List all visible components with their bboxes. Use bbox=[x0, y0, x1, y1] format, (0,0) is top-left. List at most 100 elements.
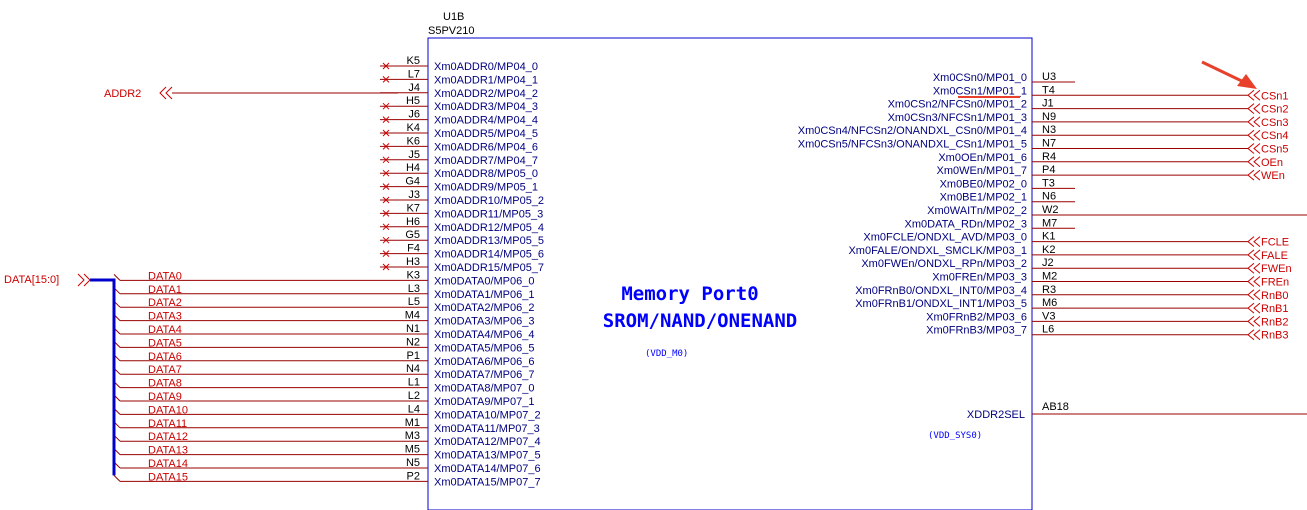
net-label: CSn5 bbox=[1261, 144, 1289, 156]
data-bus-group bbox=[90, 278, 116, 476]
net-label-data: DATA10 bbox=[148, 404, 188, 416]
pin-number: K2 bbox=[1042, 244, 1055, 256]
pin-name: Xm0DATA0/MP06_0 bbox=[434, 275, 534, 287]
offpage-connector-icon bbox=[1247, 156, 1261, 168]
net-label-data: DATA4 bbox=[148, 324, 182, 336]
pin-name: Xm0DATA5/MP06_5 bbox=[434, 342, 534, 354]
pin-number: L2 bbox=[408, 390, 420, 402]
pin-number: J2 bbox=[1042, 257, 1054, 269]
pin-number: K7 bbox=[407, 202, 420, 214]
pin-name: Xm0FREn/MP03_3 bbox=[932, 272, 1027, 284]
pin-name: Xm0CSn3/NFCSn1/MP01_3 bbox=[888, 112, 1027, 124]
pin-number: L1 bbox=[408, 377, 420, 389]
pin-number: R3 bbox=[1042, 284, 1056, 296]
pin-name: Xm0ADDR15/MP05_7 bbox=[434, 262, 544, 274]
net-label: FWEn bbox=[1261, 263, 1292, 275]
pin-name: Xm0DATA2/MP06_2 bbox=[434, 302, 534, 314]
pin-number: M3 bbox=[405, 430, 420, 442]
pin-name: Xm0DATA_RDn/MP02_3 bbox=[905, 218, 1027, 230]
offpage-connector-icon bbox=[1247, 116, 1261, 128]
pin-name: Xm0DATA12/MP07_4 bbox=[434, 436, 541, 448]
pin-number: M2 bbox=[1042, 271, 1057, 283]
pin-name: Xm0CSn1/MP01_1 bbox=[933, 85, 1027, 97]
pin-number: K4 bbox=[407, 122, 420, 134]
net-label: OEn bbox=[1261, 157, 1283, 169]
pin-name: Xm0FCLE/ONDXL_AVD/MP03_0 bbox=[863, 232, 1027, 244]
pin-name: Xm0FRnB0/ONDXL_INT0/MP03_4 bbox=[855, 285, 1027, 297]
pin-number: M6 bbox=[1042, 297, 1057, 309]
net-label-data: DATA3 bbox=[148, 311, 182, 323]
pin-name: Xm0FWEn/ONDXL_RPn/MP03_2 bbox=[861, 258, 1027, 270]
pin-number: G5 bbox=[405, 229, 420, 241]
pin-name: Xm0FRnB1/ONDXL_INT1/MP03_5 bbox=[855, 298, 1027, 310]
offpage-connector-icon bbox=[1247, 89, 1261, 101]
pin-number: L5 bbox=[408, 296, 420, 308]
no-connect-icon bbox=[382, 183, 390, 190]
pin-number: M4 bbox=[405, 310, 420, 322]
annotation-arrow-icon bbox=[1201, 60, 1257, 89]
net-label: RnB2 bbox=[1261, 316, 1289, 328]
net-label-data-bus: DATA[15:0] bbox=[4, 274, 59, 286]
pin-number: N9 bbox=[1042, 111, 1056, 123]
pin-name: Xm0ADDR4/MP04_4 bbox=[434, 115, 538, 127]
pin-name: Xm0ADDR2/MP04_2 bbox=[434, 88, 538, 100]
offpage-connector-icon bbox=[1247, 169, 1261, 181]
pin-name: Xm0DATA15/MP07_7 bbox=[434, 476, 541, 488]
pin-number: W2 bbox=[1042, 204, 1059, 216]
net-label: CSn3 bbox=[1261, 117, 1289, 129]
net-label-data: DATA13 bbox=[148, 445, 188, 457]
component-body[interactable] bbox=[427, 37, 1033, 510]
pin-name: Xm0BE1/MP02_1 bbox=[940, 192, 1027, 204]
pin-number: K6 bbox=[407, 135, 420, 147]
component-ref: U1B bbox=[443, 11, 464, 23]
pin-name: Xm0ADDR13/MP05_5 bbox=[434, 235, 544, 247]
no-connect-icon bbox=[382, 169, 390, 177]
net-label-data: DATA7 bbox=[148, 364, 182, 376]
net-label-data: DATA11 bbox=[148, 418, 187, 430]
pin-number: H3 bbox=[406, 256, 420, 268]
no-connect-icon bbox=[382, 196, 390, 204]
pin-number: L7 bbox=[408, 68, 420, 80]
pin-number: J6 bbox=[408, 109, 420, 121]
pin-number: L4 bbox=[408, 403, 420, 415]
net-label: CSn1 bbox=[1261, 90, 1289, 102]
net-label: FREn bbox=[1261, 277, 1289, 289]
pin-name: Xm0DATA13/MP07_5 bbox=[434, 450, 541, 462]
pin-number: V3 bbox=[1042, 310, 1055, 322]
pin-number: N7 bbox=[1042, 138, 1056, 150]
pin-number: K1 bbox=[1042, 231, 1055, 243]
pin-name: Xm0WAITn/MP02_2 bbox=[927, 205, 1027, 217]
net-label-data: DATA15 bbox=[148, 471, 188, 483]
block-title-line1: Memory Port0 bbox=[621, 283, 758, 305]
pin-name: Xm0ADDR12/MP05_4 bbox=[434, 222, 544, 234]
pin-number: N5 bbox=[406, 457, 420, 469]
pin-number: J4 bbox=[408, 82, 420, 94]
pin-name: Xm0DATA1/MP06_1 bbox=[434, 289, 534, 301]
block-title-line2: SROM/NAND/ONENAND bbox=[603, 310, 797, 332]
pin-name: Xm0DATA11/MP07_3 bbox=[434, 423, 540, 435]
pin-name: Xm0DATA7/MP06_7 bbox=[434, 369, 534, 381]
pin-number: K5 bbox=[407, 55, 420, 67]
pin-name: Xm0DATA9/MP07_1 bbox=[434, 396, 534, 408]
net-label: RnB3 bbox=[1261, 330, 1289, 342]
component-part: S5PV210 bbox=[428, 25, 474, 37]
no-connect-icon bbox=[382, 76, 390, 83]
pin-name: Xm0ADDR6/MP04_6 bbox=[434, 141, 538, 153]
offpage-connector-icon bbox=[1247, 129, 1261, 141]
offpage-connector-icon bbox=[1247, 236, 1261, 247]
net-label-data: DATA0 bbox=[148, 270, 182, 282]
pin-name: Xm0ADDR14/MP05_6 bbox=[434, 249, 544, 261]
offpage-connector-icon bbox=[1247, 262, 1261, 274]
pin-number: M5 bbox=[405, 444, 420, 456]
net-label-data: DATA8 bbox=[148, 378, 182, 390]
offpage-connector-icon bbox=[159, 86, 173, 100]
offpage-connector-icon bbox=[1247, 143, 1261, 154]
bus-entry bbox=[113, 475, 121, 482]
net-label: RnB0 bbox=[1261, 290, 1289, 302]
net-label: FALE bbox=[1261, 250, 1288, 262]
pin-name: Xm0OEn/MP01_6 bbox=[938, 152, 1027, 164]
pin-number: R4 bbox=[1042, 151, 1056, 163]
no-connect-icon bbox=[382, 236, 390, 244]
data-bus-line[interactable] bbox=[90, 278, 116, 476]
pin-name: Xm0ADDR9/MP05_1 bbox=[434, 182, 538, 194]
